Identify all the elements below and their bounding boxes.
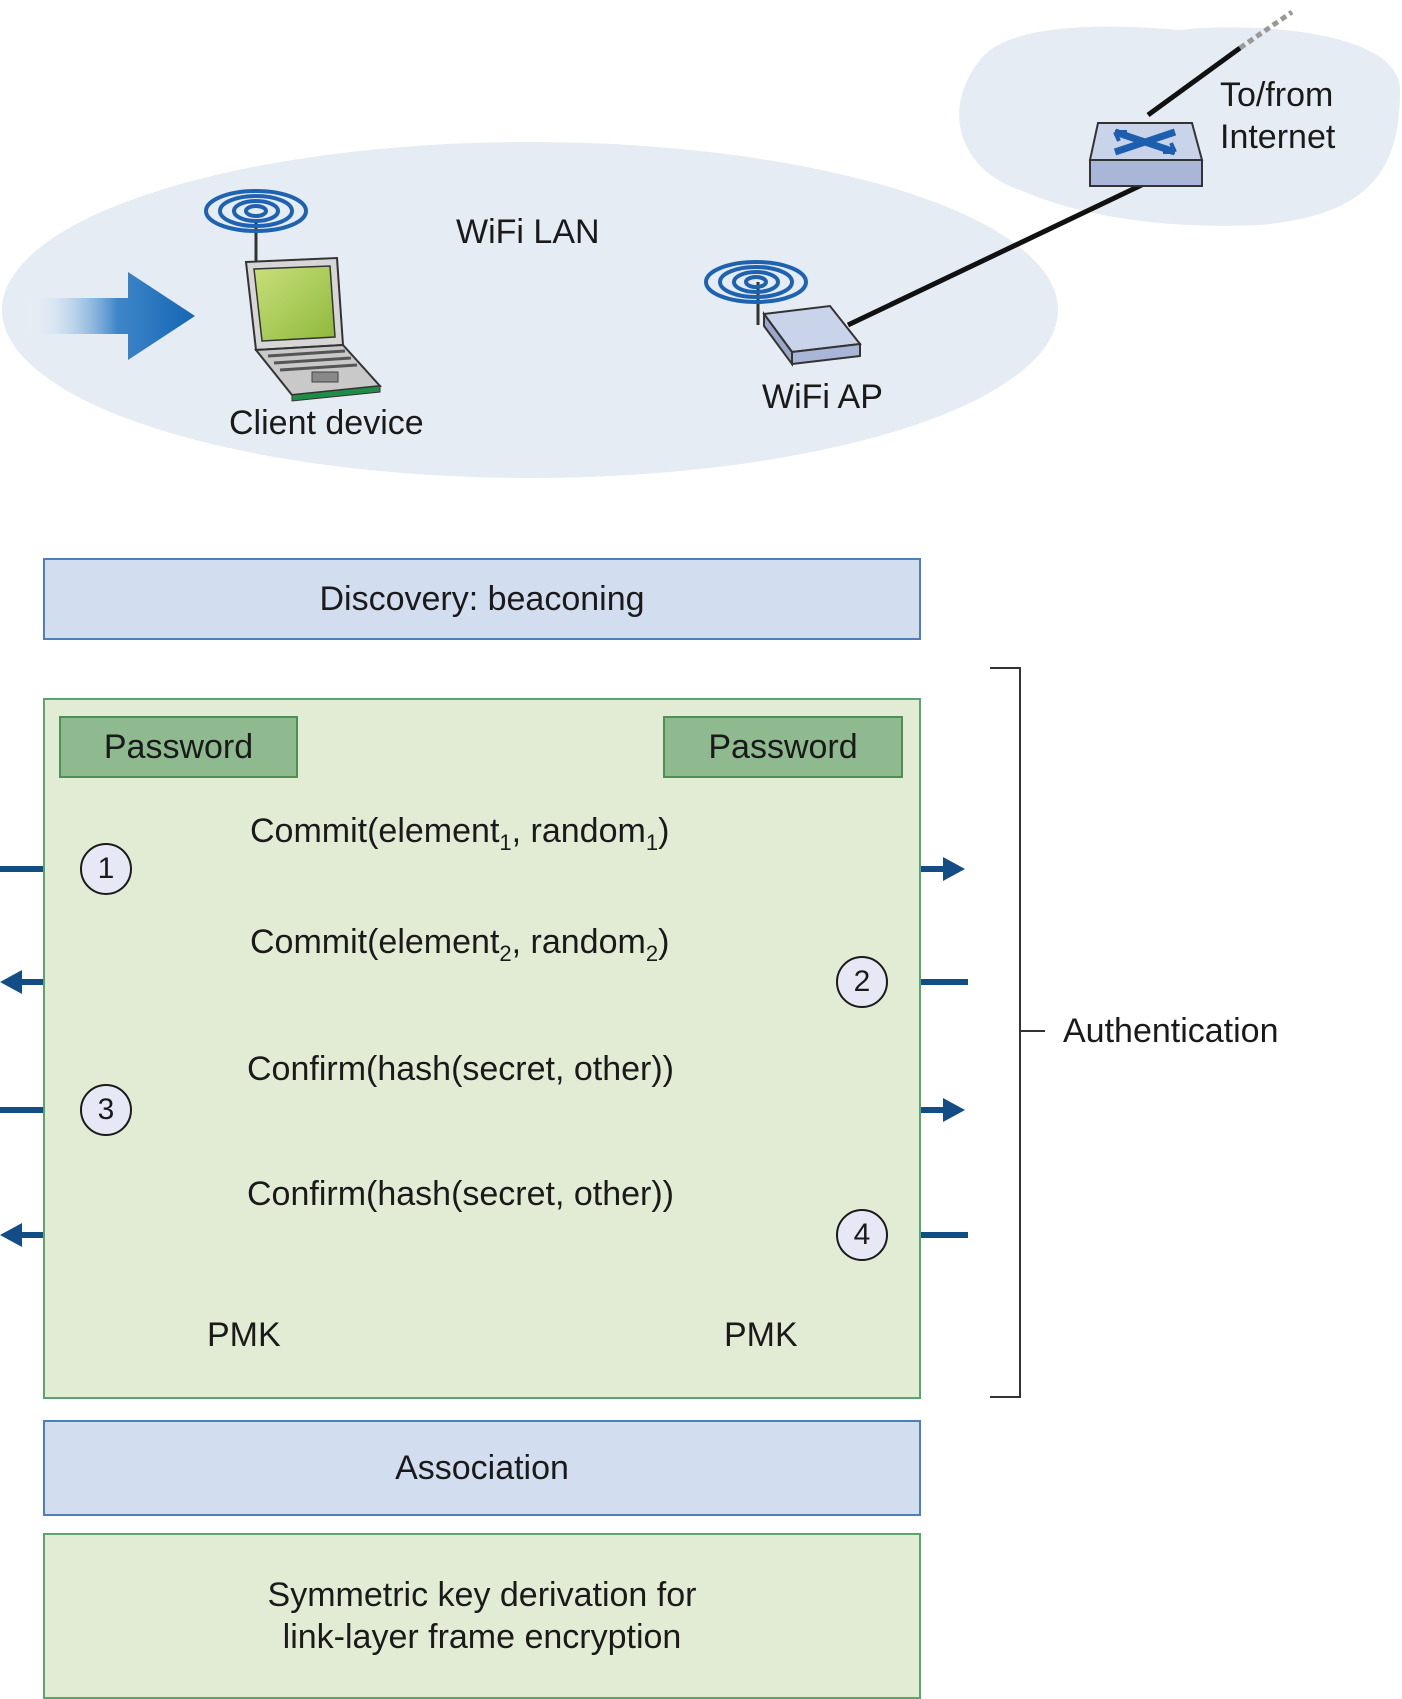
step-4-marker: 4: [836, 1209, 888, 1261]
password-right-box: Password: [663, 716, 903, 778]
discovery-phase-label: Discovery: beaconing: [319, 579, 645, 618]
step-1-marker: 1: [80, 843, 132, 895]
discovery-phase-box: Discovery: beaconing: [43, 558, 921, 640]
internet-label-line2: Internet: [1220, 118, 1336, 156]
pmk-right-label: PMK: [724, 1316, 798, 1354]
authentication-bracket: [990, 667, 1045, 1398]
wifi-lan-label: WiFi LAN: [456, 213, 600, 251]
internet-uplink: [1146, 45, 1242, 118]
internet-uplink-fade: [1238, 9, 1294, 51]
authentication-label: Authentication: [1063, 1012, 1279, 1050]
association-phase-box: Association: [43, 1420, 921, 1516]
client-wireless-signal-icon: [204, 189, 308, 233]
message-1-label: Commit(element1, random1): [250, 812, 670, 855]
step-2-marker: 2: [836, 956, 888, 1008]
wifi-ap-label: WiFi AP: [762, 378, 883, 416]
client-device-label: Client device: [229, 404, 424, 442]
password-left-label: Password: [103, 727, 254, 766]
access-point-icon: [756, 282, 862, 368]
association-phase-label: Association: [395, 1448, 569, 1487]
key-derivation-label-line2: link-layer frame encryption: [282, 1618, 682, 1656]
internet-label-line1: To/from: [1220, 76, 1334, 114]
step-3-marker: 3: [80, 1084, 132, 1136]
key-derivation-label-line1: Symmetric key derivation for: [267, 1576, 697, 1614]
message-3-label: Confirm(hash(secret, other)): [247, 1050, 675, 1088]
pmk-left-label: PMK: [207, 1316, 281, 1354]
key-derivation-phase-box: Symmetric key derivation for link-layer …: [43, 1533, 921, 1699]
router-icon: [1088, 122, 1204, 187]
laptop-icon: [244, 220, 383, 402]
message-2-label: Commit(element2, random2): [250, 923, 670, 966]
authentication-phase-box: [43, 698, 921, 1399]
ap-wireless-signal-icon: [704, 260, 808, 304]
message-4-label: Confirm(hash(secret, other)): [247, 1175, 675, 1213]
client-approach-arrow-icon: [22, 272, 195, 360]
internet-link: [846, 179, 1150, 328]
password-right-label: Password: [708, 727, 858, 766]
password-left-box: Password: [59, 716, 298, 778]
